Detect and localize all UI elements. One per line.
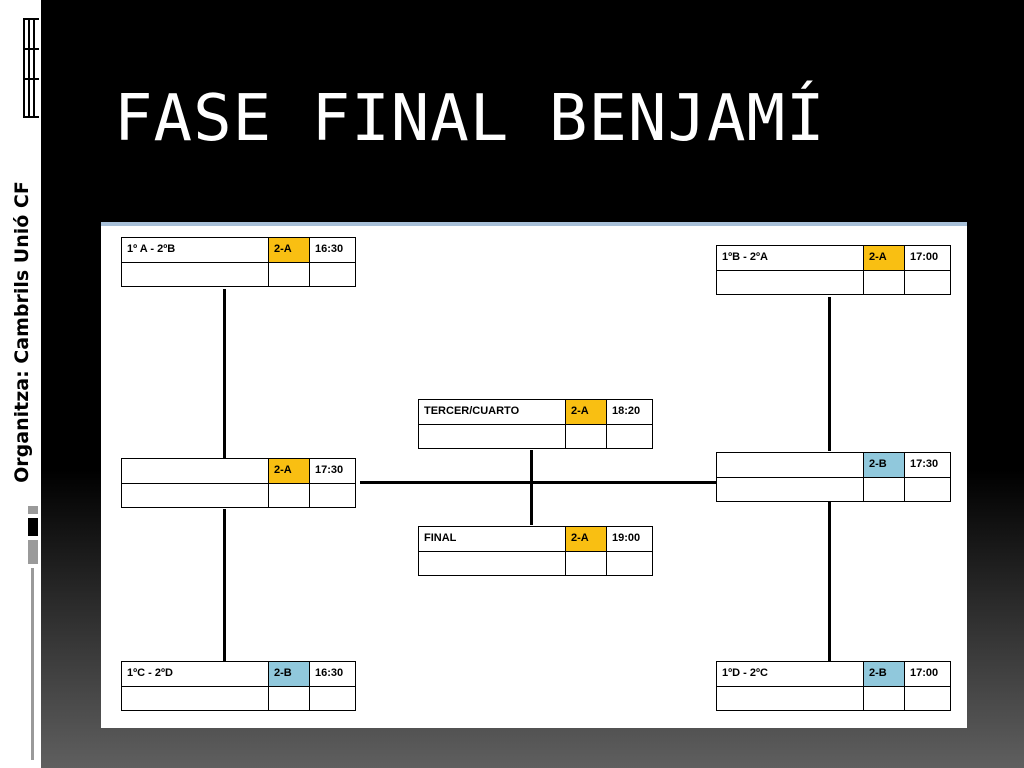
- match-teams: [122, 459, 269, 483]
- match-teams: 1ºD - 2ºC: [717, 662, 864, 686]
- page-title: FASE FINAL BENJAMÍ: [114, 82, 826, 156]
- connector-left-lower: [223, 509, 226, 661]
- match-field: 2-A: [566, 527, 607, 551]
- match-time: 16:30: [315, 243, 344, 255]
- match-sf1: 2-A 17:30: [121, 458, 356, 508]
- match-result-cell: [310, 484, 356, 508]
- match-result-cell: [310, 263, 356, 287]
- match-field: 2-B: [864, 453, 905, 477]
- match-result-cell: [717, 687, 864, 711]
- match-teams: FINAL: [419, 527, 566, 551]
- match-result-cell: [905, 271, 951, 295]
- match-sf2: 2-B 17:30: [716, 452, 951, 502]
- match-time: 19:00: [612, 532, 641, 544]
- match-result-cell: [122, 687, 269, 711]
- match-teams: 1ºC - 2ºD: [122, 662, 269, 686]
- match-teams: [717, 453, 864, 477]
- match-qf4: 1ºD - 2ºC 2-B 17:00: [716, 661, 951, 711]
- connector-left-upper: [223, 289, 226, 459]
- match-time: 18:20: [612, 405, 641, 417]
- match-result-cell: [566, 425, 607, 449]
- match-result-cell: [122, 263, 269, 287]
- match-result-cell: [864, 271, 905, 295]
- match-result-cell: [310, 687, 356, 711]
- match-time: 16:30: [315, 667, 344, 679]
- connector-right-lower: [828, 501, 831, 661]
- match-qf1: 1º A - 2ºB 2-A 16:30: [121, 237, 356, 287]
- match-result-cell: [419, 425, 566, 449]
- match-result-cell: [269, 484, 310, 508]
- match-result-cell: [122, 484, 269, 508]
- match-result-cell: [864, 478, 905, 502]
- connector-center-vertical: [530, 450, 533, 525]
- match-qf3: 1ºB - 2ºA 2-A 17:00: [716, 245, 951, 295]
- match-field: 2-A: [269, 238, 310, 262]
- match-result-cell: [269, 687, 310, 711]
- match-teams: 1º A - 2ºB: [122, 238, 269, 262]
- organizer-label: Organitza: Cambrils Unió CF: [11, 181, 33, 483]
- sidebar: Organitza: Cambrils Unió CF: [0, 0, 41, 768]
- connector-right-upper: [828, 297, 831, 451]
- match-field: 2-A: [864, 246, 905, 270]
- match-result-cell: [864, 687, 905, 711]
- match-teams: 1ºB - 2ºA: [717, 246, 864, 270]
- match-field: 2-A: [566, 400, 607, 424]
- match-field: 2-A: [269, 459, 310, 483]
- match-result-cell: [905, 687, 951, 711]
- match-qf2: 1ºC - 2ºD 2-B 16:30: [121, 661, 356, 711]
- match-result-cell: [566, 552, 607, 576]
- decorative-bars-icon: [28, 506, 38, 766]
- match-time: 17:00: [910, 667, 939, 679]
- match-time: 17:00: [910, 251, 939, 263]
- match-result-cell: [717, 478, 864, 502]
- match-field: 2-B: [269, 662, 310, 686]
- match-result-cell: [717, 271, 864, 295]
- bracket-panel: 1º A - 2ºB 2-A 16:30 2-A 17:30 1ºC - 2ºD…: [101, 222, 967, 728]
- match-result-cell: [269, 263, 310, 287]
- connector-horizontal: [360, 481, 717, 484]
- match-time: 17:30: [315, 464, 344, 476]
- match-third-place: TERCER/CUARTO 2-A 18:20: [418, 399, 653, 449]
- match-field: 2-B: [864, 662, 905, 686]
- decorative-lines-icon: [23, 18, 39, 118]
- match-result-cell: [419, 552, 566, 576]
- match-result-cell: [607, 425, 653, 449]
- match-teams: TERCER/CUARTO: [419, 400, 566, 424]
- match-time: 17:30: [910, 458, 939, 470]
- match-result-cell: [607, 552, 653, 576]
- match-result-cell: [905, 478, 951, 502]
- match-final: FINAL 2-A 19:00: [418, 526, 653, 576]
